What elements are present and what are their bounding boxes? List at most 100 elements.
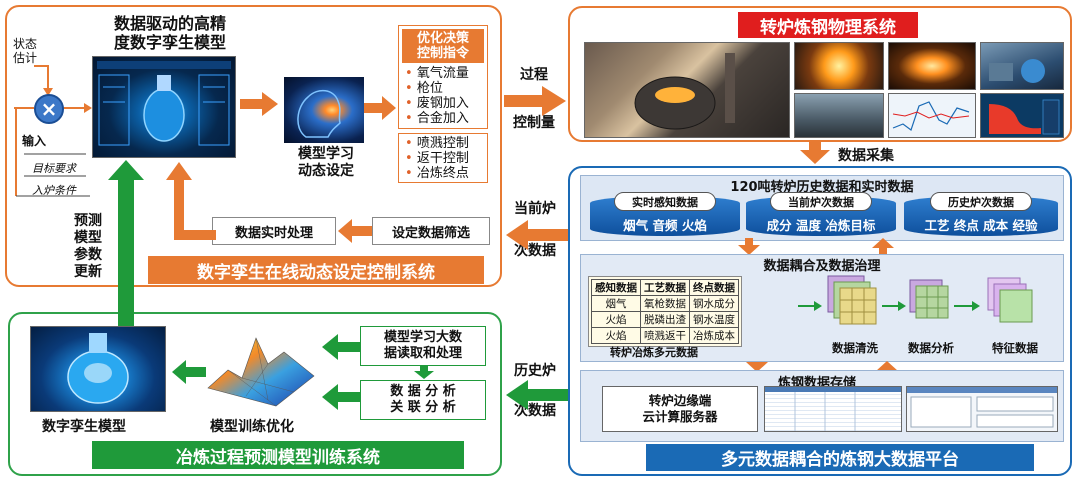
process-line1: 过程: [520, 67, 548, 83]
commands-list-b: 喷溅控制 返干控制 冶炼终点: [405, 136, 469, 181]
input-label: 输入: [22, 134, 47, 148]
physical-system-title: 转炉炼钢物理系统: [738, 12, 918, 38]
table-cell: 钢水成分: [689, 295, 739, 312]
command-item: 合金加入: [405, 111, 469, 126]
online-control-panel: [5, 5, 502, 287]
table-header-cell: 感知数据: [591, 279, 641, 296]
table-row: 烟气 氧枪数据 钢水成分: [591, 295, 739, 312]
current-data-values: 成分 温度 冶炼目标: [766, 217, 876, 233]
data-collect-arrow-icon: [800, 140, 830, 164]
read-box-line1: 模型学习大数: [383, 330, 462, 345]
data-analysis-box: 数 据 分 析 关 联 分 析: [360, 380, 486, 420]
process-chart-icon: [892, 101, 970, 131]
surface-plot-icon: [207, 337, 315, 407]
twin-model-title-line2: 度数字孪生模型: [113, 33, 226, 52]
data-collect-label: 数据采集: [838, 148, 894, 164]
feature-label: 特征数据: [992, 341, 1038, 355]
realtime-up-arrow-icon: [166, 162, 216, 240]
commands-list-a: 氧气流量 枪位 废钢加入 合金加入: [405, 66, 469, 126]
coupling-title: 数据耦合及数据治理: [763, 259, 881, 274]
storage-data-screenshot: [764, 386, 902, 432]
table-cell: 氧枪数据: [640, 295, 690, 312]
analysis-box-line1: 数 据 分 析: [390, 384, 456, 399]
command-item: 枪位: [405, 81, 469, 96]
edge-server-box: 转炉边缘端 云计算服务器: [602, 386, 758, 432]
feature-stack-icon: [987, 277, 1033, 323]
realtime-data-values: 烟气 音频 火焰: [623, 217, 707, 233]
filter-to-realtime-arrow-icon: [338, 219, 372, 243]
decision-title-line2: 控制指令: [416, 46, 469, 61]
state-label-line1: 状态: [13, 37, 38, 51]
read-to-analysis-arrow-icon: [414, 366, 434, 379]
table-cell: 烟气: [591, 295, 641, 312]
analysis-label: 数据分析: [908, 341, 954, 355]
converter-icon: [634, 53, 735, 130]
clean-label: 数据清洗: [832, 341, 878, 355]
equipment-icon: [989, 59, 1045, 83]
table-cell: 火焰: [591, 311, 641, 328]
history-line1: 历史炉: [514, 363, 556, 379]
summing-junction-icon: ×: [34, 94, 64, 124]
table-cell: 火焰: [591, 327, 641, 344]
table-cell: 喷溅返干: [640, 327, 690, 344]
table-row: 火焰 喷溅返干 冶炼成本: [591, 327, 739, 344]
model-update-arrow-icon: [108, 160, 144, 328]
training-label: 模型训练优化: [210, 419, 294, 435]
plant-photo-flame: [888, 42, 976, 90]
multivariate-table: 感知数据 工艺数据 终点数据 烟气 氧枪数据 钢水成分 火焰 脱磷出渣 钢水温度…: [591, 279, 739, 344]
clean-stack-icon: [827, 275, 877, 325]
process-label: 过程 控制量: [508, 66, 560, 132]
current-line1: 当前炉: [514, 201, 556, 217]
analysis-box-line2: 关 联 分 析: [390, 400, 456, 415]
twin-model-screen-icon: [97, 61, 231, 146]
read-box-line2: 据读取和处理: [383, 346, 462, 361]
ai-head-icon: [297, 89, 341, 138]
realtime-processing-box: 数据实时处理: [212, 217, 336, 245]
twin-model-screenshot: [92, 56, 236, 158]
commands-box-b: 喷溅控制 返干控制 冶炼终点: [398, 133, 488, 183]
twin-model-image: [30, 326, 166, 412]
current-batch-arrow-icon: [506, 220, 568, 250]
training-surface-image: [206, 330, 316, 410]
table-cell: 冶炼成本: [689, 327, 739, 344]
command-item: 冶炼终点: [405, 166, 469, 181]
plant-photo-ladle: [794, 42, 884, 90]
process-control-arrow-icon: [504, 86, 566, 116]
table-row: 火焰 脱磷出渣 钢水温度: [591, 311, 739, 328]
model-learning-label: 模型学习 动态设定: [284, 146, 368, 180]
plant-monitor-panel: [980, 93, 1064, 138]
table-cell: 钢水温度: [689, 311, 739, 328]
data-grid-icon: [765, 387, 901, 431]
storage-app-screenshot: [906, 386, 1058, 432]
command-item: 氧气流量: [405, 66, 469, 81]
predict-update-label: 预测 模型 参数 更新: [74, 213, 102, 281]
command-item: 返干控制: [405, 151, 469, 166]
filter-data-box: 设定数据筛选: [372, 217, 490, 245]
storage-down-arrow-icon: [746, 362, 768, 372]
model-learning-line2: 动态设定: [298, 163, 354, 179]
training-banner: 冶炼过程预测模型训练系统: [92, 441, 464, 469]
plant-chart-panel: [888, 93, 976, 138]
down-arrow-icon: [738, 238, 760, 255]
bigdata-platform-panel: [568, 166, 1072, 476]
twin-model-title: 数据驱动的高精 度数字孪生模型: [82, 14, 258, 52]
up-arrow-icon: [872, 238, 894, 256]
plant-photo-main: [584, 42, 790, 138]
target-requirement: 目标要求: [32, 162, 76, 175]
ai-head-image: [284, 77, 364, 143]
arrow-to-decision-icon: [364, 96, 396, 120]
model-learning-line1: 模型学习: [298, 146, 354, 162]
decision-title: 优化决策 控制指令: [402, 29, 484, 63]
read-to-train-arrow-icon: [322, 334, 360, 360]
predict-update-line: 更新: [74, 264, 102, 280]
table-caption: 转炉冶炼多元数据: [610, 346, 698, 359]
feedback-lines: [14, 65, 92, 197]
edge-line1: 转炉边缘端: [648, 393, 712, 408]
arrow-to-model-icon: [240, 92, 278, 116]
state-estimate-label: 状态 估计: [13, 37, 37, 65]
command-item: 废钢加入: [405, 96, 469, 111]
train-to-twin-arrow-icon: [172, 360, 206, 384]
converter-twin-icon: [67, 333, 129, 404]
history-data-values: 工艺 终点 成本 经验: [924, 217, 1038, 233]
command-item: 喷溅控制: [405, 136, 469, 151]
